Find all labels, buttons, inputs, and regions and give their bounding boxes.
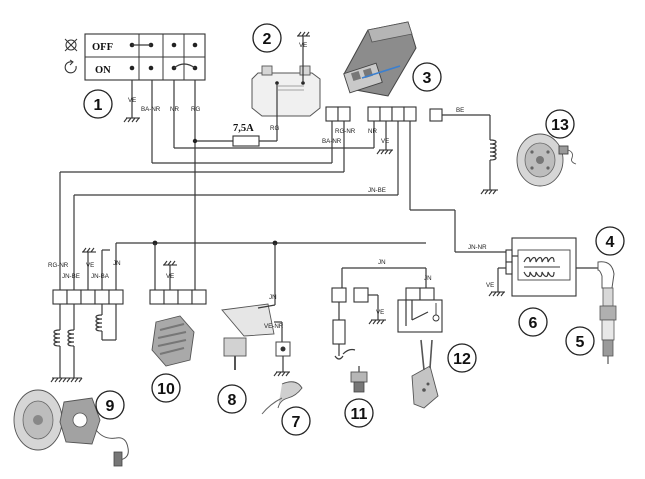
- wire-label-jn-nr: JN-NR: [468, 244, 487, 251]
- svg-text:7: 7: [292, 414, 301, 431]
- cdi-unit: [343, 21, 417, 97]
- alternator-rotor: [13, 389, 129, 467]
- callout-9: 9: [95, 390, 125, 420]
- horn-switch: [261, 341, 303, 415]
- ground-symbol: [273, 371, 290, 377]
- callout-5: 5: [565, 326, 595, 356]
- wire-label-rg-switch: RG: [191, 106, 200, 113]
- rotate-arrow-icon: [64, 59, 77, 74]
- ground-symbol: [376, 149, 393, 155]
- wire-label-jn-ba: JN-BA: [91, 273, 110, 280]
- oil-pressure-sensor: [350, 366, 368, 393]
- wire-label-ve-indicator: VE: [376, 309, 384, 316]
- wire-label-ve-nr: VE-NR: [264, 323, 284, 330]
- connector-stator: [52, 289, 124, 305]
- ground-symbol: [123, 117, 140, 123]
- wire-label-nr-switch: NR: [170, 106, 179, 113]
- wire-label-nr-top: NR: [368, 128, 377, 135]
- ignition-switch: OFF ON VE BA-NR NR RG: [64, 33, 206, 285]
- ground-symbol: [488, 291, 505, 297]
- svg-text:1: 1: [94, 97, 103, 114]
- wire-label-jn-regulator: JN: [269, 294, 277, 301]
- svg-text:4: 4: [606, 234, 615, 251]
- indicator-circuit: JN JN VE: [331, 259, 443, 360]
- wire-label-ve-switch: VE: [128, 97, 136, 104]
- connector-be: BE: [429, 107, 498, 195]
- wire-label-jn-be-right: JN-BE: [368, 187, 386, 194]
- wire-label-be: BE: [456, 107, 464, 114]
- ground-symbol: [163, 260, 177, 266]
- wire-label-ve-coil: VE: [486, 282, 494, 289]
- callout-10: 10: [151, 373, 181, 403]
- svg-text:9: 9: [106, 398, 115, 415]
- svg-text:10: 10: [157, 381, 175, 398]
- callout-11: 11: [344, 398, 374, 428]
- fuse: 7,5A: [192, 123, 277, 147]
- ground-symbol: [50, 377, 83, 383]
- connector-cdi-right: NR VE: [367, 106, 417, 210]
- connector-regulator: VE: [149, 260, 207, 305]
- switch-off-label: OFF: [92, 42, 113, 53]
- pickup-flywheel: [516, 133, 577, 187]
- connector-cdi-left: RG-NR BA-NR: [322, 106, 356, 150]
- callout-4: 4: [595, 226, 625, 256]
- ground-symbol: [297, 31, 310, 37]
- svg-text:6: 6: [529, 315, 538, 332]
- callout-12: 12: [447, 343, 477, 373]
- wire-label-ve-regulator: VE: [166, 273, 174, 280]
- cross-circle-icon: [64, 38, 78, 52]
- callout-2: 2: [252, 23, 282, 53]
- horn: VE-NR: [221, 303, 284, 370]
- callout-13: 13: [545, 109, 575, 139]
- callout-8: 8: [217, 384, 247, 414]
- svg-text:13: 13: [551, 117, 569, 134]
- svg-text:8: 8: [228, 392, 237, 409]
- wire-label-rg-nr-left: RG-NR: [48, 262, 69, 269]
- stator-coils: [50, 304, 117, 383]
- wire-label-jn-left: JN: [113, 260, 121, 267]
- temperature-sensor: [411, 339, 439, 409]
- callout-7: 7: [281, 406, 311, 436]
- voltage-regulator: [151, 315, 195, 367]
- svg-text:5: 5: [576, 334, 585, 351]
- switch-on-label: ON: [95, 65, 111, 76]
- ground-symbol: [368, 319, 386, 325]
- callout-1: 1: [83, 89, 113, 119]
- wire-label-ba-nr-switch: BA-NR: [141, 106, 161, 113]
- spark-plug: [599, 287, 617, 364]
- svg-text:11: 11: [351, 406, 368, 423]
- callout-6: 6: [518, 307, 548, 337]
- ignition-coil: VE: [486, 237, 615, 297]
- wire-label-jn-temp: JN: [424, 275, 432, 282]
- wire-label-ve-battery: VE: [299, 42, 307, 49]
- callout-3: 3: [412, 62, 442, 92]
- ground-symbol: [480, 189, 498, 195]
- svg-text:2: 2: [263, 31, 272, 48]
- wire-label-ve-top: VE: [381, 138, 389, 145]
- wire-label-ve-left: VE: [86, 262, 94, 269]
- ground-symbol: [82, 247, 96, 253]
- wire-label-ba-nr-top: BA-NR: [322, 138, 342, 145]
- svg-text:3: 3: [423, 70, 432, 87]
- wire-label-jn-indicator: JN: [378, 259, 386, 266]
- svg-text:12: 12: [453, 351, 471, 368]
- wire-label-jn-be-left: JN-BE: [62, 273, 80, 280]
- wire-label-rg-nr-top: RG-NR: [335, 128, 356, 135]
- wire-label-rg-battery: RG: [270, 125, 279, 132]
- fuse-rating: 7,5A: [233, 123, 254, 134]
- battery: VE RG: [251, 31, 321, 141]
